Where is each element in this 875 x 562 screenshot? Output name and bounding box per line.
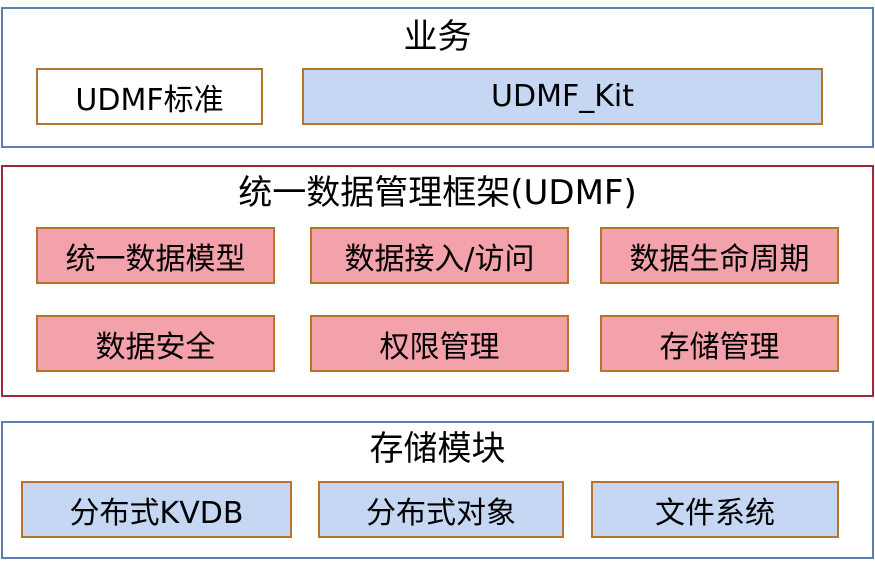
business-layer: 业务 UDMF标准 UDMF_Kit xyxy=(1,7,874,148)
storage-management-box: 存储管理 xyxy=(600,315,839,372)
storage-module-title: 存储模块 xyxy=(369,429,506,469)
business-layer-title: 业务 xyxy=(403,17,472,57)
data-access-box: 数据接入/访问 xyxy=(310,227,569,284)
distributed-object-box: 分布式对象 xyxy=(318,481,564,538)
udmf-framework-layer: 统一数据管理框架(UDMF) 统一数据模型 数据接入/访问 数据生命周期 数据安… xyxy=(1,165,874,397)
data-security-box: 数据安全 xyxy=(36,315,275,372)
permission-management-box: 权限管理 xyxy=(310,315,569,372)
data-lifecycle-box: 数据生命周期 xyxy=(600,227,839,284)
udmf-framework-title: 统一数据管理框架(UDMF) xyxy=(238,173,637,213)
unified-data-model-box: 统一数据模型 xyxy=(36,227,275,284)
udmf-standard-box: UDMF标准 xyxy=(36,68,263,125)
distributed-kvdb-box: 分布式KVDB xyxy=(21,481,292,538)
storage-module-layer: 存储模块 分布式KVDB 分布式对象 文件系统 xyxy=(1,421,874,559)
udmf-kit-box: UDMF_Kit xyxy=(302,68,823,125)
file-system-box: 文件系统 xyxy=(591,481,839,538)
